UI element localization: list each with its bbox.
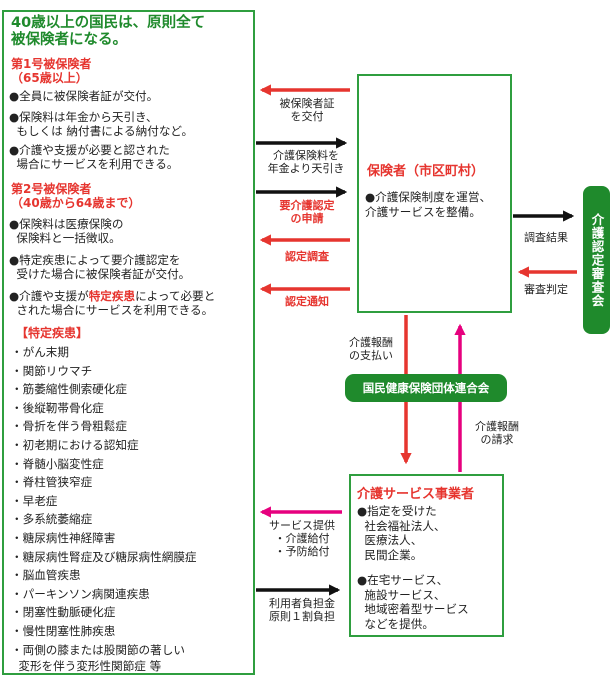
disease-item: ・関節リウマチ: [11, 363, 93, 378]
disease-item: ・多系統萎縮症: [11, 512, 93, 527]
section2-item-3-post: によって必要と された場合にサービスを利用できる。: [16, 289, 216, 317]
disease-item: ・脊髄小脳変性症: [11, 456, 104, 471]
federation-node: 国民健康保険団体連合会: [345, 374, 507, 402]
label-issue-card: 被保険者証 を交付: [279, 97, 335, 123]
disease-item: ・後縦靭帯骨化症: [11, 400, 104, 415]
section2-item-1: ●保険料は医療保険の 保険料と一括徴収。: [9, 217, 124, 245]
label-fee-claim: 介護報酬 の請求: [475, 420, 519, 446]
label-service-provision: サービス提供 ・介護給付 ・予防給付: [269, 519, 335, 558]
section2-heading: 第2号被保険者 （40歳から64歳まで）: [11, 182, 141, 210]
committee-node: 介護認定審査会: [583, 186, 610, 334]
disease-item: ・初老期における認知症: [11, 438, 139, 452]
disease-item: ・早老症: [11, 493, 58, 508]
section2-item-2: ●特定疾患によって要介護認定を 受けた場合に被保険者証が交付。: [9, 253, 191, 281]
committee-label: 介護認定審査会: [589, 212, 605, 308]
disease-item: ・がん末期: [11, 345, 69, 359]
label-survey-result: 調査結果: [524, 231, 568, 244]
label-apply-cert: 要介護認定 の申請: [279, 199, 335, 225]
section1-item-1: ●全員に被保険者証が交付。: [9, 89, 159, 103]
disease-item: ・脳血管疾患: [11, 568, 81, 583]
label-premium: 介護保険料を 年金より天引き: [267, 149, 345, 175]
disease-item: ・筋萎縮性側索硬化症: [11, 382, 127, 397]
section1-item-3: ●介護や支援が必要と認された 場合にサービスを利用できる。: [9, 143, 179, 171]
label-review-decision: 審査判定: [524, 283, 568, 296]
provider-title: 介護サービス事業者: [357, 487, 475, 502]
disease-item: ・糖尿病性神経障害: [11, 531, 116, 545]
insurer-title: 保険者（市区町村）: [367, 164, 485, 179]
section2-item-3-pre: ●介護や支援が: [9, 289, 89, 303]
disease-item: ・慢性閉塞性肺疾患: [11, 624, 116, 638]
label-fee-payment: 介護報酬 の支払い: [349, 336, 393, 362]
label-cert-notice: 認定通知: [285, 295, 329, 308]
section1-heading: 第1号被保険者 （65歳以上）: [11, 57, 92, 85]
section1-item-2: ●保険料は年金から天引き、 もしくは 納付書による納付など。: [9, 110, 194, 138]
disease-item: ・閉塞性動脈硬化症: [11, 605, 116, 620]
disease-item: ・脊柱管狭窄症: [11, 475, 93, 490]
provider-desc-1: ●指定を受けた 社会福祉法人、 医療法人、 民間企業。: [357, 504, 446, 562]
insurer-desc: ●介護保険制度を運営、 介護サービスを整備。: [365, 190, 492, 219]
provider-desc-2: ●在宅サービス、 施設サービス、 地域密着型サービス などを提供。: [357, 573, 469, 631]
section2-item-3-red: 特定疾患: [88, 289, 136, 303]
service-provider-box: 介護サービス事業者 ●指定を受けた 社会福祉法人、 医療法人、 民間企業。 ●在…: [349, 474, 504, 637]
insured-persons-box: 40歳以上の国民は、原則全て 被保険者になる。 第1号被保険者 （65歳以上） …: [2, 10, 255, 675]
section2-item-3: ●介護や支援が特定疾患によって必要と された場合にサービスを利用できる。: [9, 289, 215, 317]
disease-heading: 【特定疾患】: [16, 326, 89, 340]
label-copay: 利用者負担金 原則１割負担: [269, 597, 335, 623]
insured-title: 40歳以上の国民は、原則全て 被保険者になる。: [11, 15, 206, 48]
disease-item: ・糖尿病性腎症及び糖尿病性網膜症: [11, 549, 197, 564]
insurer-box: 保険者（市区町村） ●介護保険制度を運営、 介護サービスを整備。: [357, 74, 512, 313]
label-cert-survey: 認定調査: [285, 250, 329, 263]
disease-item: ・骨折を伴う骨粗鬆症: [11, 419, 127, 434]
federation-label: 国民健康保険団体連合会: [362, 381, 490, 395]
disease-item: ・両側の膝または股関節の著しい 変形を伴う変形性関節症 等: [11, 642, 185, 673]
disease-item: ・パーキンソン病関連疾患: [11, 586, 150, 601]
